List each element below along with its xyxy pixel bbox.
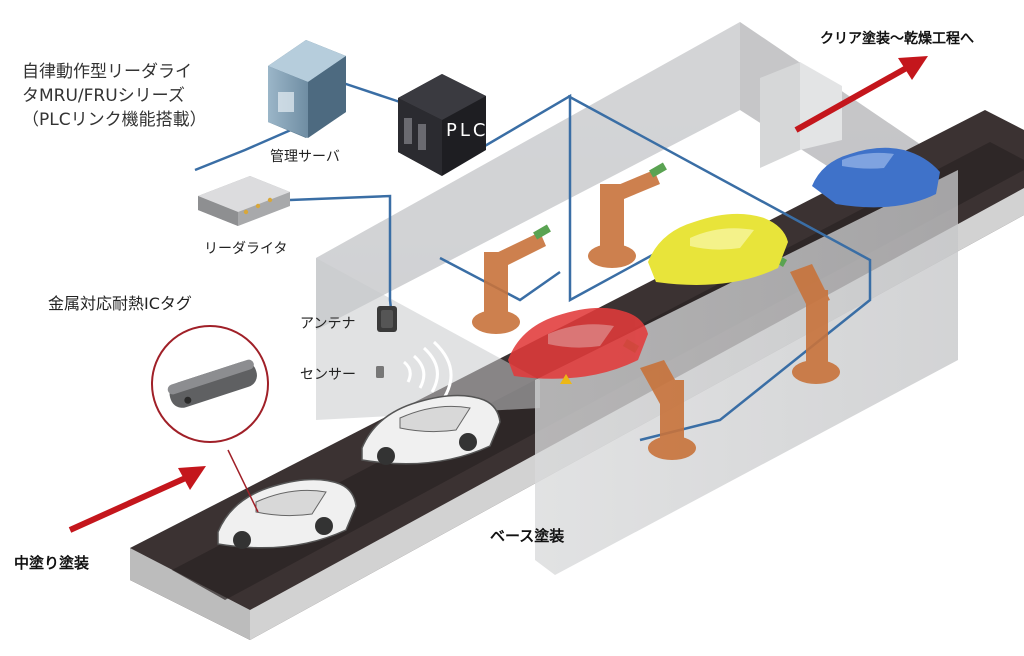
reader-title-line-1: 自律動作型リーダライ: [22, 62, 192, 82]
reader-title-line-3: （PLCリンク機能搭載）: [22, 110, 207, 130]
reader-writer-device: [198, 176, 290, 226]
signal-waves: [403, 340, 453, 399]
plc-label: PLC: [446, 120, 489, 141]
sensor-label: センサー: [300, 367, 356, 383]
arrow-out: [794, 56, 928, 133]
server-label: 管理サーバ: [270, 149, 340, 165]
clear-coat-label: クリア塗装〜乾燥工程へ: [820, 31, 974, 47]
car-white-2: [217, 478, 357, 549]
arrow-in: [68, 466, 206, 533]
reader-writer-label: リーダライタ: [204, 241, 288, 257]
ic-tag-image: [167, 359, 257, 408]
car-yellow: [648, 213, 788, 285]
car-blue: [812, 147, 940, 208]
reader-title-line-2: タMRU/FRUシリーズ: [22, 86, 185, 106]
robot-arms: [472, 170, 840, 460]
plc-unit: [398, 74, 486, 176]
base-coat-label: ベース塗装: [490, 527, 565, 545]
car-red: [508, 307, 648, 384]
booth-front-wall: [316, 170, 958, 575]
antenna-label: アンテナ: [300, 316, 356, 332]
ic-tag-label: 金属対応耐熱ICタグ: [48, 294, 192, 313]
reader-product-title: 自律動作型リーダライ タMRU/FRUシリーズ （PLCリンク機能搭載）: [22, 60, 207, 132]
ic-tag-callout: [151, 325, 269, 513]
antenna-device: [377, 306, 397, 332]
mid-coat-label: 中塗り塗装: [14, 554, 90, 572]
car-white-1: [361, 394, 501, 465]
sensor-device: [376, 366, 384, 378]
management-server: [268, 40, 346, 138]
